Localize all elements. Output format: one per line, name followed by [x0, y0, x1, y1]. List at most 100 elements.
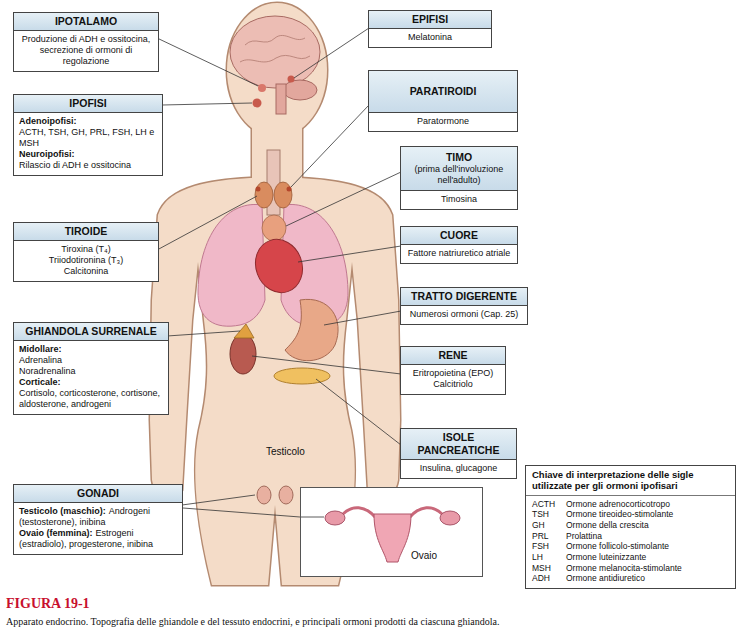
figure-number: FIGURA 19-1	[6, 596, 90, 612]
abbreviation: ACTH	[532, 499, 566, 510]
gland-name: GHIANDOLA SURRENALE	[17, 325, 165, 338]
gland-body: Tiroxina (T₄)Triiodotironina (T₃)Calcito…	[14, 241, 158, 281]
gland-note: (prima dell'involuzione nell'adulto)	[404, 164, 514, 186]
gland-box: TIROIDE Tiroxina (T₄)Triiodotironina (T₃)…	[13, 222, 159, 282]
hormone-text: Fattore natriuretico atriale	[406, 248, 512, 259]
organ-label: Ovaio	[411, 550, 437, 561]
gland-header: GHIANDOLA SURRENALE	[14, 323, 168, 341]
hormone-text: Rilascio di ADH e ossitocina	[19, 160, 157, 171]
gland-header: IPOFISI	[14, 95, 162, 113]
gland-header: TIMO(prima dell'involuzione nell'adulto)	[401, 147, 517, 191]
abbreviation: FSH	[532, 541, 566, 552]
thyroid	[255, 182, 292, 208]
gland-name: IPOFISI	[17, 97, 159, 110]
section-label: Midollare:	[19, 344, 163, 355]
section-label: Testicolo (maschio):	[19, 506, 106, 516]
gland-name: TRATTO DIGERENTE	[404, 290, 524, 303]
stomach	[285, 299, 338, 360]
abbreviation-meaning: Ormone melanocita-stimolante	[566, 563, 729, 574]
abbreviation: MSH	[532, 563, 566, 574]
section-label: Corticale:	[19, 377, 163, 388]
gland-body: Midollare:AdrenalinaNoradrenalinaCortica…	[14, 341, 168, 414]
hormone-text: Calcitonina	[19, 266, 153, 277]
abbreviation-key: Chiave di interpretazione delle sigle ut…	[525, 465, 736, 589]
gland-box: CUORE Fattore natriuretico atriale	[400, 226, 518, 264]
kidney	[230, 334, 256, 374]
gland-header: EPIFISI	[369, 11, 491, 29]
gland-name: EPIFISI	[372, 13, 488, 26]
gland-name: RENE	[404, 349, 502, 362]
organ-label: Testicolo	[266, 446, 305, 457]
hormone-text: Tiroxina (T₄)	[19, 244, 153, 255]
gland-body: Produzione di ADH e ossitocina, secrezio…	[14, 31, 158, 71]
leader-lines	[157, 28, 401, 517]
hormone-text: Cortisolo, corticosterone, cortisone, al…	[19, 388, 163, 410]
hormone-text: Triiodotironina (T₃)	[19, 255, 153, 266]
abbreviation: GH	[532, 520, 566, 531]
gland-header: TRATTO DIGERENTE	[401, 288, 527, 306]
gland-body: Eritropoietina (EPO)Calcitriolo	[401, 365, 505, 394]
gland-box: EPIFISI Melatonina	[368, 10, 492, 48]
hormone-text: Melatonina	[374, 32, 486, 43]
hormone-text: Timosina	[406, 194, 512, 205]
hormone-text: Insulina, glucagone	[406, 463, 511, 474]
hormone-line: Ovaio (femmina):Estrogeni (estradiolo), …	[19, 528, 177, 550]
hormone-text: Produzione di ADH e ossitocina, secrezio…	[19, 34, 153, 67]
abbreviation-meaning: Ormone follicolo-stimolante	[566, 541, 729, 552]
gland-box: IPOTALAMO Produzione di ADH e ossitocina,…	[13, 12, 159, 72]
leader-line	[183, 508, 300, 517]
heart	[248, 233, 310, 299]
gland-header: IPOTALAMO	[14, 13, 158, 31]
abbreviation-meaning: Ormone adrenocorticotropo	[566, 499, 729, 510]
uterus-ovaries	[325, 508, 460, 562]
gland-box: PARATIROIDIParatormone	[368, 70, 518, 132]
thymus	[262, 215, 286, 241]
testicle	[279, 486, 293, 504]
gland-box: GONADITesticolo (maschio):Androgeni (tes…	[13, 484, 183, 555]
abbreviation-meaning: Ormone della crescita	[566, 520, 729, 531]
gland-body: Fattore natriuretico atriale	[401, 245, 517, 263]
gland-header: ISOLE PANCREATICHE	[401, 429, 516, 460]
gland-name: TIMO	[404, 151, 514, 164]
hormone-text: ACTH, TSH, GH, PRL, FSH, LH e MSH	[19, 127, 157, 149]
key-table: ACTHOrmone adrenocorticotropoTSHOrmone t…	[526, 496, 735, 588]
pineal	[288, 76, 295, 83]
abbreviation: LH	[532, 552, 566, 563]
gland-header: TIROIDE	[14, 223, 158, 241]
abbreviation: ADH	[532, 573, 566, 584]
gland-name: IPOTALAMO	[17, 15, 155, 28]
section-label: Adenoipofisi:	[19, 116, 157, 127]
hormone-text: Adrenalina	[19, 355, 163, 366]
abbreviation-meaning: Ormone antidiuretico	[566, 573, 729, 584]
gland-box: TIMO(prima dell'involuzione nell'adulto)…	[400, 146, 518, 210]
gland-body: Numerosi ormoni (Cap. 25)	[401, 306, 527, 324]
hormone-text: Eritropoietina (EPO)	[406, 368, 500, 379]
section-label: Neuroipofisi:	[19, 149, 157, 160]
gland-box: TRATTO DIGERENTE Numerosi ormoni (Cap. 25…	[400, 287, 528, 325]
gland-body: Timosina	[401, 191, 517, 209]
gland-box: IPOFISI Adenoipofisi:ACTH, TSH, GH, PRL, …	[13, 94, 163, 176]
hormone-text: Numerosi ormoni (Cap. 25)	[406, 309, 522, 320]
parathyroid	[256, 187, 261, 192]
parathyroid	[287, 187, 292, 192]
pituitary	[253, 99, 262, 108]
gland-name: CUORE	[404, 229, 514, 242]
inset-frame: Ovaio	[300, 487, 483, 577]
gland-name: TIROIDE	[17, 225, 155, 238]
abbreviation: TSH	[532, 509, 566, 520]
gland-body: Melatonina	[369, 29, 491, 47]
key-title: Chiave di interpretazione delle sigle ut…	[526, 466, 735, 496]
brain	[230, 16, 320, 114]
gland-box: ISOLE PANCREATICHE Insulina, glucagone	[400, 428, 517, 479]
figure-caption: Apparato endocrino. Topografia delle ghi…	[6, 616, 499, 627]
abbreviation-meaning: Prolattina	[566, 531, 729, 542]
hypothalamus	[258, 84, 266, 92]
gland-box: GHIANDOLA SURRENALE Midollare:AdrenalinaN…	[13, 322, 169, 415]
gland-name: GONADI	[17, 487, 179, 500]
hormone-text: Noradrenalina	[19, 366, 163, 377]
abbreviation-meaning: Ormone luteinizzante	[566, 552, 729, 563]
abbreviation: PRL	[532, 531, 566, 542]
gland-header: GONADI	[14, 485, 182, 503]
pancreas	[274, 368, 330, 384]
